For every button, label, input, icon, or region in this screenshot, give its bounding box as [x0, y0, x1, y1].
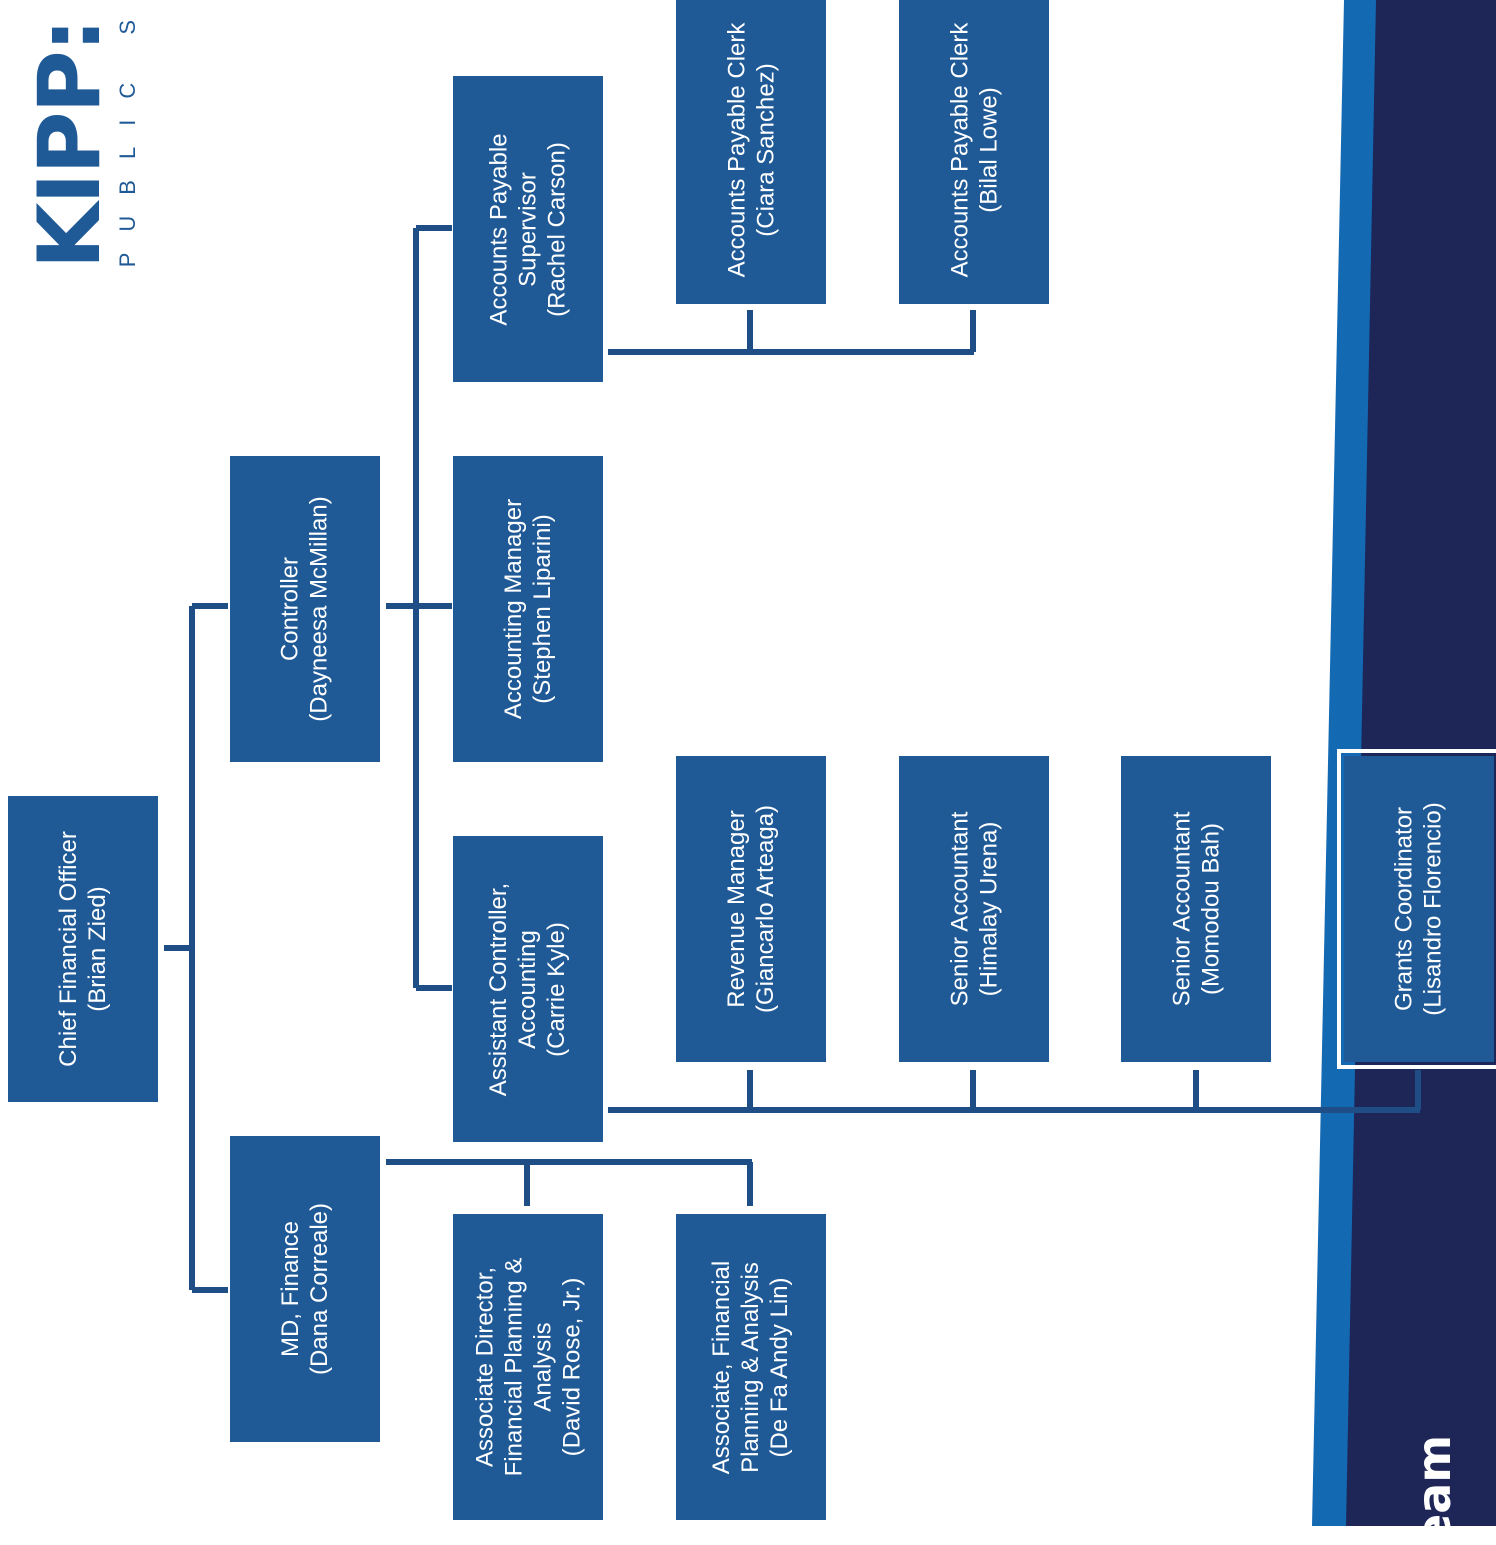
box-label: Chief Financial Officer (Brian Zied) — [55, 831, 111, 1067]
box-senior-accountant-momodou: Senior Accountant (Momodou Bah) — [1121, 756, 1271, 1062]
band-title: eam — [1407, 1434, 1461, 1545]
box-ap-clerk-bilal: Accounts Payable Clerk (Bilal Lowe) — [899, 0, 1049, 304]
box-label: Accounts Payable Clerk (Bilal Lowe) — [946, 22, 1003, 278]
box-controller: Controller (Dayneesa McMillan) — [230, 456, 380, 762]
box-associate-director-fpa: Associate Director, Financial Planning &… — [453, 1214, 603, 1520]
box-ap-clerk-ciara: Accounts Payable Clerk (Ciara Sanchez) — [676, 0, 826, 304]
box-label: Accounting Manager (Stephen Liparini) — [500, 498, 557, 720]
box-label: Grants Coordinator (Lisandro Florencio) — [1391, 802, 1448, 1016]
kipp-logo: KIPP: PUBLIC S — [0, 0, 140, 300]
box-label: Associate, Financial Planning & Analysis… — [708, 1260, 794, 1474]
box-label: Accounts Payable Supervisor (Rachel Cars… — [485, 132, 571, 326]
logo-wordmark: KIPP: — [20, 20, 120, 270]
box-label: Controller (Dayneesa McMillan) — [277, 496, 333, 722]
box-label: Senior Accountant (Himalay Urena) — [946, 811, 1002, 1007]
box-cfo: Chief Financial Officer (Brian Zied) — [8, 796, 158, 1102]
box-label: Senior Accountant (Momodou Bah) — [1168, 811, 1224, 1007]
box-label: Assistant Controller, Accounting (Carrie… — [485, 882, 571, 1096]
box-label: MD, Finance (Dana Correale) — [277, 1202, 334, 1376]
box-label: Associate Director, Financial Planning &… — [471, 1257, 585, 1477]
logo-tagline: PUBLIC S — [115, 0, 140, 268]
box-accounting-manager: Accounting Manager (Stephen Liparini) — [453, 456, 603, 762]
box-revenue-manager: Revenue Manager (Giancarlo Arteaga) — [676, 756, 826, 1062]
box-senior-accountant-himalay: Senior Accountant (Himalay Urena) — [899, 756, 1049, 1062]
box-assistant-controller: Assistant Controller, Accounting (Carrie… — [453, 836, 603, 1142]
box-ap-supervisor: Accounts Payable Supervisor (Rachel Cars… — [453, 76, 603, 382]
box-associate-fpa: Associate, Financial Planning & Analysis… — [676, 1214, 826, 1520]
box-label: Revenue Manager (Giancarlo Arteaga) — [723, 804, 780, 1014]
box-grants-coordinator: Grants Coordinator (Lisandro Florencio) — [1337, 749, 1496, 1069]
box-label: Accounts Payable Clerk (Ciara Sanchez) — [723, 22, 780, 278]
box-md-finance: MD, Finance (Dana Correale) — [230, 1136, 380, 1442]
